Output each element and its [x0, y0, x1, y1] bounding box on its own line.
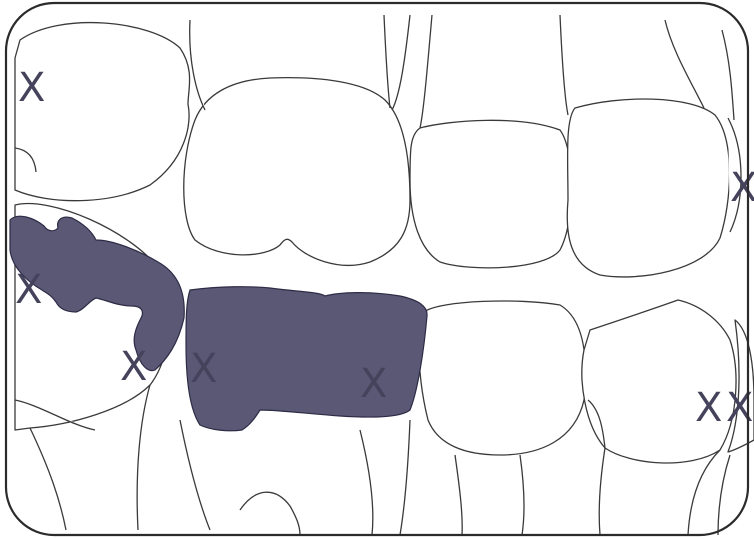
upper-tooth-3 — [410, 120, 572, 268]
x-mark-lower-crown-right: X — [360, 361, 387, 407]
x-mark-upper-right-edge: X — [730, 165, 754, 211]
x-mark-lower-left-1: X — [15, 267, 42, 313]
lower-tooth-4 — [582, 300, 736, 463]
x-mark-upper-left: X — [18, 65, 45, 111]
upper-tooth-1 — [15, 23, 190, 201]
upper-tooth-4 — [567, 99, 729, 277]
x-mark-lower-crown-left: X — [190, 346, 217, 392]
x-mark-lower-right-1: X — [695, 385, 722, 431]
x-mark-lower-left-2: X — [120, 344, 147, 390]
restoration-crown — [186, 287, 427, 431]
x-mark-lower-right-2: X — [726, 385, 753, 431]
upper-tooth-2 — [184, 78, 410, 266]
lower-tooth-3 — [419, 301, 585, 455]
